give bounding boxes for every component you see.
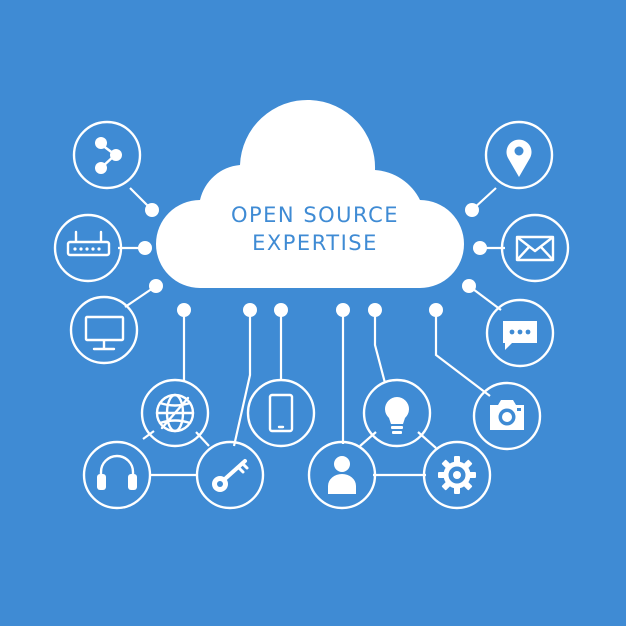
connector-bulb	[373, 310, 387, 384]
junction-dot	[274, 303, 288, 317]
node-monitor	[69, 295, 139, 365]
node-ring	[307, 440, 377, 510]
node-ring	[485, 298, 555, 368]
share-icon	[95, 137, 122, 174]
node-tablet	[246, 378, 316, 448]
node-ring	[484, 120, 554, 190]
key-icon	[212, 459, 249, 492]
globe-icon	[155, 393, 195, 433]
node-router	[53, 213, 123, 283]
node-ring	[246, 378, 316, 448]
junction-dots	[138, 203, 487, 317]
cloud-title-line2: EXPERTISE	[252, 231, 378, 255]
connector-bulb-user	[359, 431, 377, 447]
node-globe	[140, 378, 210, 448]
envelope-icon	[515, 235, 555, 262]
node-user	[307, 440, 377, 510]
node-location	[484, 120, 554, 190]
node-headphones	[82, 440, 152, 510]
junction-dot	[149, 279, 163, 293]
connector-camera	[434, 310, 491, 397]
node-ring	[472, 381, 542, 451]
junction-dot	[336, 303, 350, 317]
node-ring	[195, 440, 265, 510]
headphones-icon	[97, 454, 137, 490]
node-ring	[422, 440, 492, 510]
node-ring	[69, 295, 139, 365]
tablet-icon	[268, 393, 294, 433]
user-icon	[328, 456, 356, 494]
node-gear	[422, 440, 492, 510]
node-envelope	[500, 213, 570, 283]
junction-dot	[138, 241, 152, 255]
cloud-title-line1: OPEN SOURCE	[231, 203, 399, 227]
node-share	[72, 120, 142, 190]
junction-dot	[243, 303, 257, 317]
gear-icon	[438, 456, 476, 494]
junction-dot	[473, 241, 487, 255]
junction-dot	[368, 303, 382, 317]
node-camera	[472, 381, 542, 451]
connector-globe-key	[195, 431, 210, 447]
location-pin-icon	[506, 139, 532, 177]
node-ring	[53, 213, 123, 283]
connector-globe-headphones	[142, 430, 155, 440]
junction-dot	[465, 203, 479, 217]
node-key	[195, 440, 265, 510]
monitor-icon	[84, 315, 125, 351]
node-ring	[500, 213, 570, 283]
node-chat	[485, 298, 555, 368]
node-ring	[362, 378, 432, 448]
router-icon	[66, 230, 111, 257]
junction-dot	[145, 203, 159, 217]
junction-dot	[429, 303, 443, 317]
junction-dot	[177, 303, 191, 317]
cloud-shape	[156, 99, 464, 289]
connector-key	[232, 310, 252, 447]
node-ring	[82, 440, 152, 510]
node-lightbulb	[362, 378, 432, 448]
node-ring	[72, 120, 142, 190]
chat-bubble-icon	[503, 321, 537, 350]
junction-dot	[462, 279, 476, 293]
cloud: OPEN SOURCE EXPERTISE	[156, 99, 464, 289]
camera-icon	[490, 400, 524, 430]
lightbulb-icon	[385, 397, 410, 434]
node-ring	[140, 378, 210, 448]
